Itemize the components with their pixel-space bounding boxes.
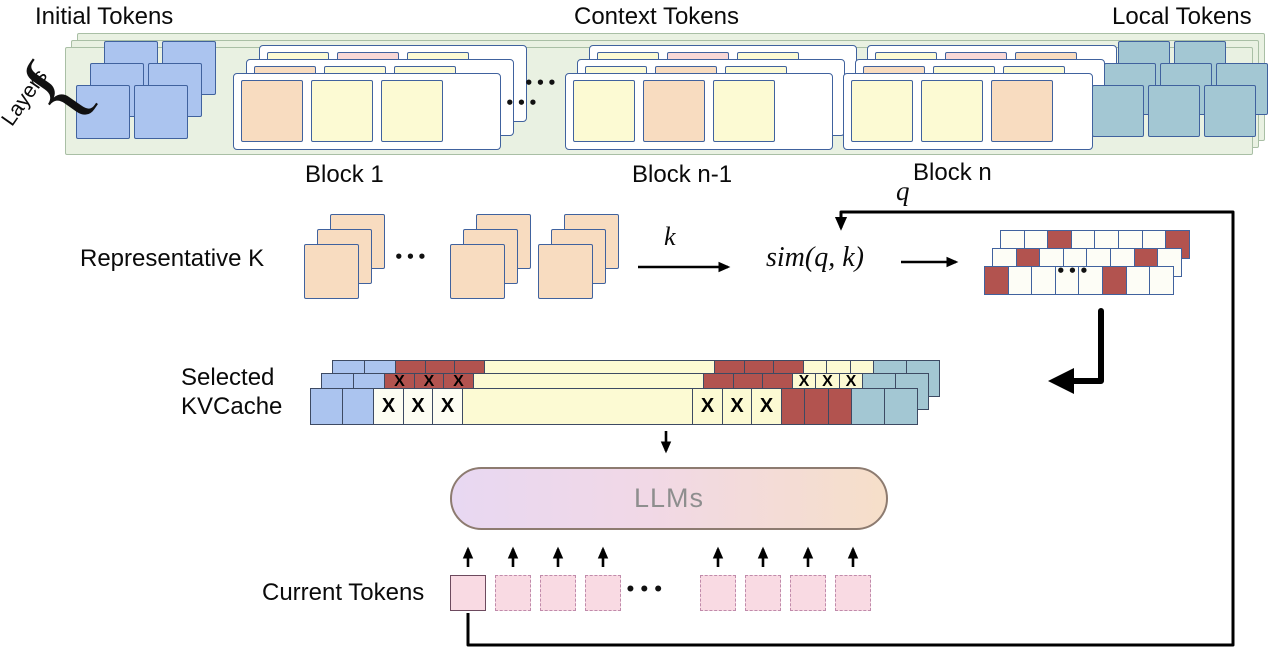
current-tokens-label: Current Tokens bbox=[262, 579, 425, 606]
local-token-square bbox=[1092, 85, 1144, 137]
block-1-label: Block 1 bbox=[305, 161, 384, 188]
selection-arrow-head bbox=[1048, 368, 1074, 394]
kvcache-cell bbox=[851, 388, 885, 425]
kvcache-cell bbox=[310, 388, 343, 425]
block-ellipsis-dots: ••• bbox=[524, 74, 559, 92]
initial-token-square bbox=[76, 85, 130, 139]
similarity-result-cell bbox=[1125, 266, 1151, 295]
representative-k-label: Representative K bbox=[80, 245, 265, 272]
kvcache-cell bbox=[341, 388, 375, 425]
future-token-square bbox=[495, 575, 531, 611]
similarity-result-cell-selected bbox=[984, 266, 1009, 295]
similarity-result-dots: ••• bbox=[1056, 262, 1091, 280]
kvcache-cell bbox=[780, 388, 806, 425]
future-token-square bbox=[835, 575, 871, 611]
selected-kvcache-label-line2: KVCache bbox=[181, 393, 283, 420]
kvcache-cell-evicted: X bbox=[402, 388, 434, 425]
context-token-square bbox=[241, 80, 303, 142]
local-token-square bbox=[1148, 85, 1200, 137]
initial-token-square bbox=[134, 85, 188, 139]
similarity-result-cell bbox=[1149, 266, 1175, 295]
context-token-square bbox=[643, 80, 705, 142]
llm-pill: LLMs bbox=[450, 467, 888, 530]
kvcache-cell bbox=[804, 388, 829, 425]
context-tokens-label: Context Tokens bbox=[574, 3, 739, 30]
similarity-result-cell-selected bbox=[1102, 266, 1128, 295]
kvcache-cell bbox=[827, 388, 853, 425]
similarity-result-cell bbox=[1007, 266, 1033, 295]
kvcache-cell-evicted: X bbox=[692, 388, 723, 425]
kvcache-cell-evicted: X bbox=[432, 388, 463, 425]
kvcache-cell bbox=[883, 388, 918, 425]
context-token-square bbox=[713, 80, 775, 142]
future-token-square bbox=[585, 575, 621, 611]
kvcache-cell-evicted: X bbox=[373, 388, 404, 425]
context-token-square bbox=[573, 80, 635, 142]
kvcache-cell-evicted: X bbox=[751, 388, 782, 425]
current-token-square bbox=[450, 575, 486, 611]
selected-kvcache-label-line1: Selected bbox=[181, 364, 275, 391]
block-n1-label: Block n-1 bbox=[632, 161, 733, 188]
context-token-square bbox=[311, 80, 373, 142]
context-token-square bbox=[991, 80, 1053, 142]
sim-qk-label: sim(q, k) bbox=[766, 242, 864, 273]
future-token-square bbox=[790, 575, 826, 611]
context-token-square bbox=[851, 80, 913, 142]
similarity-result-cell bbox=[1031, 266, 1057, 295]
current-tokens-dots: ••• bbox=[625, 580, 667, 600]
kvcache-cell bbox=[461, 388, 694, 425]
representative-k-square bbox=[304, 244, 359, 299]
k-label: k bbox=[664, 222, 676, 251]
context-token-square bbox=[381, 80, 443, 142]
block-n-label: Block n bbox=[913, 159, 992, 186]
representative-k-dots: ••• bbox=[394, 248, 429, 266]
block-ellipsis-dots: ••• bbox=[505, 94, 540, 112]
local-token-square bbox=[1204, 85, 1256, 137]
future-token-square bbox=[700, 575, 736, 611]
future-token-square bbox=[745, 575, 781, 611]
initial-tokens-label: Initial Tokens bbox=[35, 3, 174, 30]
future-token-square bbox=[540, 575, 576, 611]
selection-arrow-line bbox=[1071, 308, 1104, 384]
local-tokens-label: Local Tokens bbox=[1112, 3, 1252, 30]
kvcache-layer-front: X X X X X X bbox=[310, 388, 918, 425]
context-token-square bbox=[921, 80, 983, 142]
q-label: q bbox=[896, 176, 910, 206]
representative-k-square bbox=[450, 244, 505, 299]
kvcache-cell-evicted: X bbox=[721, 388, 753, 425]
representative-k-square bbox=[538, 244, 593, 299]
